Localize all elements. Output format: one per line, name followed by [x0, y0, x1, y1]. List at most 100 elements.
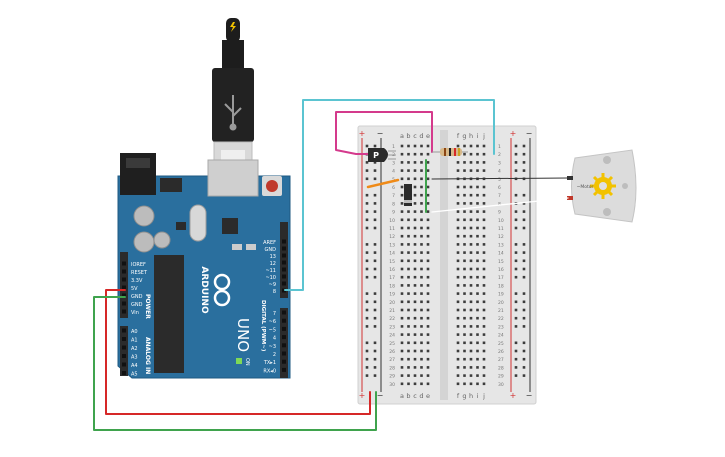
motor-lead-black[interactable]: [431, 177, 569, 180]
breadboard-hole[interactable]: [407, 357, 410, 361]
breadboard-hole[interactable]: [456, 169, 460, 172]
breadboard-hole[interactable]: [413, 243, 417, 246]
breadboard-hole[interactable]: [407, 300, 410, 304]
breadboard-hole[interactable]: [476, 292, 479, 295]
breadboard-hole[interactable]: [469, 152, 473, 156]
breadboard-hole[interactable]: [469, 234, 473, 238]
breadboard-hole[interactable]: [420, 333, 423, 336]
breadboard-hole[interactable]: [456, 161, 460, 164]
breadboard-hole[interactable]: [407, 292, 410, 295]
breadboard-hole[interactable]: [463, 251, 466, 254]
breadboard-hole[interactable]: [456, 234, 460, 238]
rail-hole[interactable]: [365, 177, 369, 181]
rail-hole[interactable]: [373, 349, 377, 353]
breadboard-hole[interactable]: [407, 177, 410, 181]
breadboard-hole[interactable]: [456, 300, 460, 304]
temperature-sensor[interactable]: P: [368, 148, 396, 162]
breadboard-hole[interactable]: [420, 284, 423, 287]
breadboard-hole[interactable]: [426, 259, 430, 263]
breadboard-hole[interactable]: [413, 366, 417, 369]
breadboard-hole[interactable]: [407, 251, 410, 254]
breadboard-hole[interactable]: [463, 333, 466, 336]
breadboard-hole[interactable]: [476, 341, 479, 345]
breadboard-hole[interactable]: [420, 161, 423, 164]
rail-hole[interactable]: [373, 218, 377, 222]
breadboard-hole[interactable]: [413, 193, 417, 197]
breadboard-hole[interactable]: [463, 234, 466, 238]
rail-hole[interactable]: [365, 357, 369, 361]
breadboard-hole[interactable]: [400, 267, 404, 271]
rail-hole[interactable]: [514, 169, 518, 172]
breadboard-hole[interactable]: [469, 333, 473, 336]
breadboard-hole[interactable]: [463, 275, 466, 279]
breadboard-hole[interactable]: [426, 341, 430, 345]
breadboard-hole[interactable]: [476, 357, 479, 361]
breadboard-hole[interactable]: [413, 349, 417, 353]
rail-hole[interactable]: [365, 308, 369, 312]
breadboard-hole[interactable]: [420, 382, 423, 386]
breadboard-hole[interactable]: [463, 210, 466, 213]
breadboard-hole[interactable]: [482, 234, 486, 238]
breadboard-hole[interactable]: [456, 316, 460, 320]
breadboard-hole[interactable]: [482, 284, 486, 287]
breadboard-hole[interactable]: [482, 382, 486, 386]
breadboard-hole[interactable]: [482, 243, 486, 246]
breadboard-hole[interactable]: [420, 226, 423, 230]
rail-hole[interactable]: [373, 251, 377, 254]
rail-hole[interactable]: [514, 374, 518, 377]
breadboard-hole[interactable]: [476, 259, 479, 263]
digital-bottom-pin-socket[interactable]: [282, 359, 286, 364]
breadboard-hole[interactable]: [463, 349, 466, 353]
rail-hole[interactable]: [373, 267, 377, 271]
breadboard-hole[interactable]: [463, 193, 466, 197]
breadboard-hole[interactable]: [463, 325, 466, 328]
breadboard-hole[interactable]: [482, 259, 486, 263]
power-pin-socket[interactable]: [122, 261, 126, 266]
breadboard-hole[interactable]: [420, 185, 423, 189]
rail-hole[interactable]: [373, 202, 377, 205]
breadboard-hole[interactable]: [407, 341, 410, 345]
breadboard-hole[interactable]: [426, 210, 430, 213]
rail-hole[interactable]: [373, 144, 377, 148]
breadboard-hole[interactable]: [482, 300, 486, 304]
breadboard-hole[interactable]: [456, 243, 460, 246]
breadboard-hole[interactable]: [407, 210, 410, 213]
breadboard-hole[interactable]: [407, 267, 410, 271]
breadboard-hole[interactable]: [482, 226, 486, 230]
breadboard-hole[interactable]: [413, 357, 417, 361]
digital-top-pin-socket[interactable]: [282, 274, 286, 279]
breadboard-hole[interactable]: [413, 382, 417, 386]
breadboard-hole[interactable]: [413, 185, 417, 189]
breadboard-hole[interactable]: [482, 333, 486, 336]
reset-button[interactable]: [266, 180, 278, 192]
power-pin-socket[interactable]: [122, 277, 126, 282]
breadboard-hole[interactable]: [413, 234, 417, 238]
breadboard-hole[interactable]: [482, 161, 486, 164]
digital-top-pin-socket[interactable]: [282, 239, 286, 244]
rail-hole[interactable]: [522, 292, 526, 295]
rail-hole[interactable]: [373, 341, 377, 345]
breadboard-hole[interactable]: [456, 275, 460, 279]
breadboard-hole[interactable]: [469, 267, 473, 271]
breadboard-hole[interactable]: [426, 234, 430, 238]
breadboard-hole[interactable]: [426, 333, 430, 336]
breadboard-hole[interactable]: [400, 202, 404, 205]
rail-hole[interactable]: [514, 144, 518, 148]
breadboard-hole[interactable]: [420, 366, 423, 369]
breadboard-hole[interactable]: [400, 357, 404, 361]
breadboard-hole[interactable]: [463, 226, 466, 230]
rail-hole[interactable]: [373, 300, 377, 304]
breadboard-hole[interactable]: [482, 357, 486, 361]
breadboard-hole[interactable]: [426, 152, 430, 156]
breadboard-hole[interactable]: [476, 144, 479, 148]
rail-hole[interactable]: [373, 292, 377, 295]
rail-hole[interactable]: [373, 325, 377, 328]
power-pin-socket[interactable]: [122, 309, 126, 314]
breadboard-hole[interactable]: [456, 267, 460, 271]
rail-hole[interactable]: [514, 357, 518, 361]
breadboard-hole[interactable]: [426, 161, 430, 164]
wire-cyan-pin9[interactable]: [284, 99, 495, 291]
breadboard-hole[interactable]: [456, 341, 460, 345]
breadboard-hole[interactable]: [420, 243, 423, 246]
digital-bottom-pin-socket[interactable]: [282, 326, 286, 331]
